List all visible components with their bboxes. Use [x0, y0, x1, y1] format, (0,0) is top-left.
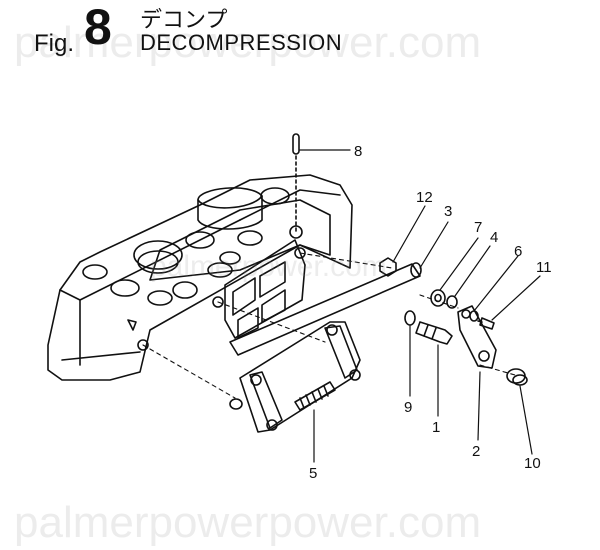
callout-4: 4 [490, 229, 498, 246]
callout-7: 7 [474, 219, 482, 236]
figure-prefix: Fig. [34, 30, 75, 57]
callout-5: 5 [309, 465, 317, 482]
callout-3: 3 [444, 203, 452, 220]
callout-9: 9 [404, 399, 412, 416]
part-7-washer [430, 289, 446, 307]
callout-10: 10 [524, 455, 541, 472]
part-3-shaft [229, 262, 422, 356]
part-9-o-ring [404, 310, 416, 326]
cylinder-head-cover [47, 174, 353, 381]
part-8-pin [292, 133, 300, 233]
part-11-bolt [477, 317, 495, 330]
figure-title: DECOMPRESSION [140, 30, 343, 55]
part-1-plunger [415, 321, 453, 345]
callout-2: 2 [472, 443, 480, 460]
part-10-bolt [506, 368, 528, 386]
callout-labels: 8 12 3 7 4 6 11 9 1 2 10 5 [309, 143, 552, 482]
callout-8: 8 [354, 143, 362, 160]
part-2-lever [457, 305, 497, 369]
callout-6: 6 [514, 243, 522, 260]
callout-1: 1 [432, 419, 440, 436]
figure-title-japanese: デコンプ [140, 8, 228, 33]
callout-12: 12 [416, 189, 433, 206]
leader-lines [299, 149, 541, 463]
small-ring [229, 398, 243, 410]
lever-bracket-assembly [239, 321, 361, 433]
part-4-washer [446, 295, 458, 309]
figure-number: 8 [84, 0, 112, 55]
callout-11: 11 [536, 259, 552, 276]
